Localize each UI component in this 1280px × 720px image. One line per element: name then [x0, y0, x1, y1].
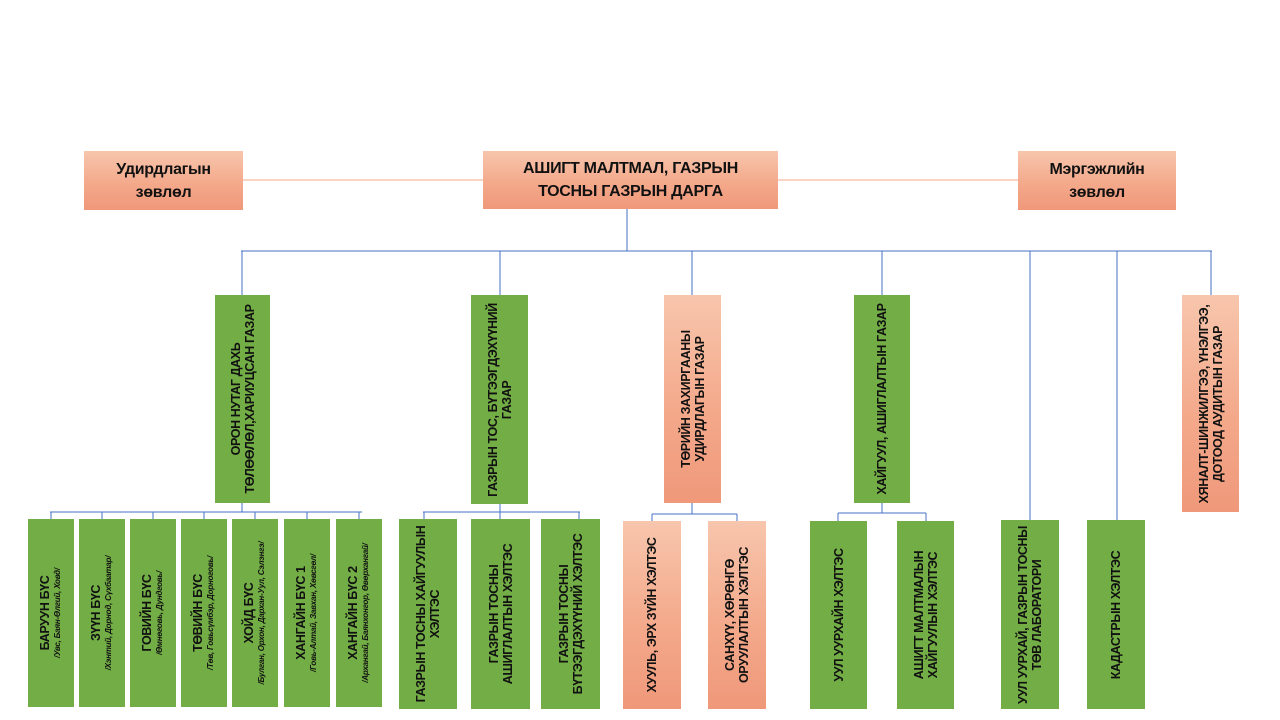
exploration-unit-label: АШИГТ МАЛТМАЛЫН ХАЙГУУЛЫН ХЭЛТЭС [911, 550, 940, 680]
region-name: ТӨВИЙН БҮС [191, 574, 205, 652]
region-box-4: ТӨВИЙН БҮС/Төв, Говьсүмбэр, Дорноговь/ [181, 519, 227, 707]
department-box-regional: ОРОН НУТАГ ДАХЬ ТӨЛӨӨЛӨЛ,ХАРИУЦСАН ГАЗАР [215, 295, 270, 503]
petroleum-unit-label: ГАЗРЫН ТОСНЫ ХАЙГУУЛЫН ХЭЛТЭС [414, 525, 442, 703]
professional-council-box: Мэргэжлийн зөвлөл [1018, 151, 1176, 210]
region-box-1: БАРУУН БҮС/Увс, Баян-Өлгий, Ховд/ [28, 519, 74, 707]
petroleum-unit-box-3: ГАЗРЫН ТОСНЫ БҮТЭЭГДЭХҮҮНИЙ ХЭЛТЭС [541, 519, 600, 709]
exploration-unit-box-2: АШИГТ МАЛТМАЛЫН ХАЙГУУЛЫН ХЭЛТЭС [897, 521, 954, 709]
department-box-petroleum: ГАЗРЫН ТОС, БҮТЭЭГДЭХҮҮНИЙ ГАЗАР [471, 295, 528, 504]
region-provinces: /Говь-Алтай, Завхан, Хөвсгөл/ [309, 554, 318, 672]
region-box-3: ГОВИЙН БҮС/Өмнөговь, Дундговь/ [130, 519, 176, 707]
exploration-unit-label: УУЛ УУРХАЙН ХЭЛТЭС [831, 548, 846, 682]
petroleum-unit-box-2: ГАЗРЫН ТОСНЫ АШИГЛАЛТЫН ХЭЛТЭС [471, 519, 530, 709]
head-of-agency-box: АШИГТ МАЛТМАЛ, ГАЗРЫН ТОСНЫ ГАЗРЫН ДАРГА [483, 151, 778, 209]
region-provinces: /Булган, Орхон, Дархан-Уул, Сэлэнгэ/ [257, 541, 266, 685]
department-label-cadastre: КАДАСТРЫН ХЭЛТЭС [1109, 550, 1123, 679]
region-provinces: /Төв, Говьсүмбэр, Дорноговь/ [206, 555, 215, 671]
department-box-laboratory: УУЛ УУРХАЙ, ГАЗРЫН ТОСНЫ ТӨВ ЛАБОРАТОРИ [1001, 520, 1059, 709]
head-title-line2: ТОСНЫ ГАЗРЫН ДАРГА [538, 183, 723, 200]
exploration-unit-box-1: УУЛ УУРХАЙН ХЭЛТЭС [810, 521, 867, 709]
region-box-6: ХАНГАЙН БҮС 1/Говь-Алтай, Завхан, Хөвсгө… [284, 519, 330, 707]
region-name: ХАНГАЙН БҮС 2 [346, 566, 360, 660]
admin-unit-label: ХУУЛЬ, ЭРХ ЗҮЙН ХЭЛТЭС [645, 537, 659, 693]
department-box-audit: ХЯНАЛТ-ШИНЖИЛГЭЭ, ҮНЭЛГЭЭ, ДОТООД АУДИТЫ… [1182, 295, 1239, 512]
professional-council-line2: зөвлөл [1069, 183, 1125, 201]
region-name: ХОЙД БҮС [242, 582, 256, 644]
admin-unit-box-1: ХУУЛЬ, ЭРХ ЗҮЙН ХЭЛТЭС [623, 521, 681, 709]
region-name: БАРУУН БҮС [38, 575, 52, 651]
department-label-audit: ХЯНАЛТ-ШИНЖИЛГЭЭ, ҮНЭЛГЭЭ, ДОТООД АУДИТЫ… [1196, 304, 1225, 503]
department-box-exploration: ХАЙГУУЛ, АШИГЛАЛТЫН ГАЗАР [854, 295, 910, 503]
management-council-box: Удирдлагын зөвлөл [84, 151, 243, 210]
region-provinces: /Өмнөговь, Дундговь/ [155, 570, 164, 656]
region-box-7: ХАНГАЙН БҮС 2/Архангай, Баянхонгор, Өвөр… [336, 519, 382, 707]
petroleum-unit-box-1: ГАЗРЫН ТОСНЫ ХАЙГУУЛЫН ХЭЛТЭС [399, 519, 457, 709]
head-title-line1: АШИГТ МАЛТМАЛ, ГАЗРЫН [523, 160, 738, 177]
professional-council-line1: Мэргэжлийн [1049, 160, 1145, 178]
region-provinces: /Хэнтий, Дорнод, Сүхбаатар/ [104, 555, 113, 671]
management-council-line2: зөвлөл [135, 183, 192, 201]
region-name: ГОВИЙН БҮС [140, 574, 154, 652]
department-label-petroleum: ГАЗРЫН ТОС, БҮТЭЭГДЭХҮҮНИЙ ГАЗАР [485, 302, 514, 497]
department-box-cadastre: КАДАСТРЫН ХЭЛТЭС [1087, 520, 1145, 709]
management-council-line1: Удирдлагын [116, 160, 211, 178]
admin-unit-box-2: САНХҮҮ, ХӨРӨНГӨ ОРУУЛАЛТЫН ХЭЛТЭС [708, 521, 766, 709]
department-label-exploration: ХАЙГУУЛ, АШИГЛАЛТЫН ГАЗАР [875, 303, 889, 495]
admin-unit-label: САНХҮҮ, ХӨРӨНГӨ ОРУУЛАЛТЫН ХЭЛТЭС [723, 546, 751, 684]
region-provinces: /Архангай, Баянхонгор, Өвөрхангай/ [361, 543, 370, 683]
petroleum-unit-label: ГАЗРЫН ТОСНЫ БҮТЭЭГДЭХҮҮНИЙ ХЭЛТЭС [556, 533, 585, 695]
department-label-laboratory: УУЛ УУРХАЙ, ГАЗРЫН ТОСНЫ ТӨВ ЛАБОРАТОРИ [1016, 525, 1044, 704]
region-box-2: ЗҮҮН БҮС/Хэнтий, Дорнод, Сүхбаатар/ [79, 519, 125, 707]
department-label-administration: ТӨРИЙН ЗАХИРГААНЫ УДИРДЛАГЫН ГАЗАР [678, 330, 707, 468]
petroleum-unit-label: ГАЗРЫН ТОСНЫ АШИГЛАЛТЫН ХЭЛТЭС [486, 543, 515, 685]
region-box-5: ХОЙД БҮС/Булган, Орхон, Дархан-Уул, Сэлэ… [232, 519, 278, 707]
region-name: ЗҮҮН БҮС [89, 585, 103, 641]
region-provinces: /Увс, Баян-Өлгий, Ховд/ [53, 568, 62, 658]
department-box-administration: ТӨРИЙН ЗАХИРГААНЫ УДИРДЛАГЫН ГАЗАР [664, 295, 721, 503]
region-name: ХАНГАЙН БҮС 1 [294, 566, 308, 660]
department-label-regional: ОРОН НУТАГ ДАХЬ ТӨЛӨӨЛӨЛ,ХАРИУЦСАН ГАЗАР [228, 304, 257, 494]
